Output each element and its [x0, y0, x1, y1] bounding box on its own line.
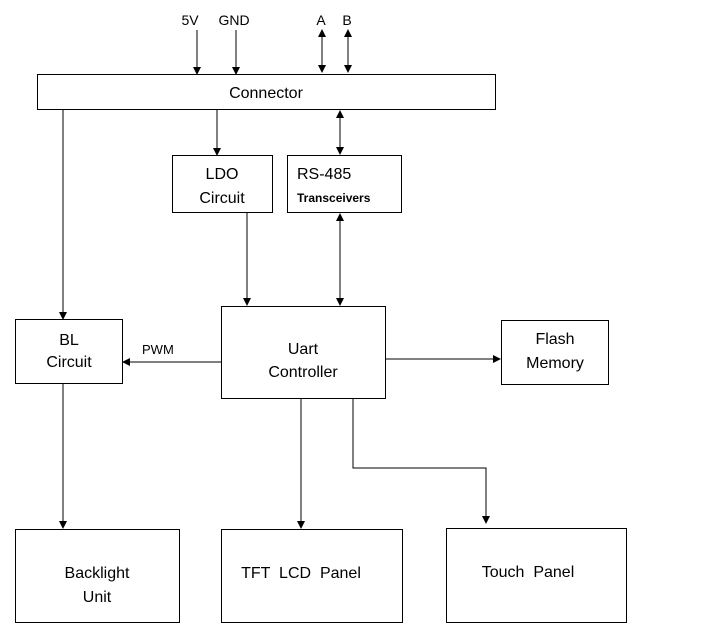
input-a-label: A	[316, 12, 326, 28]
bl-label-line1: BL	[59, 332, 79, 349]
ldo-label-line1: LDO	[206, 166, 239, 183]
bl-circuit-block	[15, 319, 123, 384]
connector-label: Connector	[229, 85, 303, 102]
flash-label-line1: Flash	[535, 331, 574, 348]
input-5v-label: 5V	[181, 12, 199, 28]
input-b-label: B	[342, 12, 351, 28]
rs485-label-line2: Transceivers	[297, 191, 371, 205]
rs485-label-line1: RS-485	[297, 166, 351, 183]
uart-label-line1: Uart	[288, 341, 319, 358]
touch-panel-block	[446, 528, 627, 623]
connector-block	[37, 74, 496, 110]
backlight-label-line1: Backlight	[65, 565, 130, 582]
pwm-label: PWM	[142, 342, 174, 357]
input-gnd-label: GND	[218, 12, 249, 28]
backlight-unit-block	[15, 529, 180, 623]
tft-label: TFT LCD Panel	[241, 565, 361, 582]
bl-label-line2: Circuit	[46, 354, 92, 371]
ldo-label-line2: Circuit	[199, 190, 245, 207]
flash-label-line2: Memory	[526, 355, 584, 372]
uart-label-line2: Controller	[268, 364, 338, 381]
tft-lcd-panel-block	[221, 529, 403, 623]
ldo-circuit-block	[172, 155, 273, 213]
flash-memory-block	[501, 320, 609, 385]
rs485-transceivers-block	[287, 155, 402, 213]
backlight-label-line2: Unit	[83, 589, 112, 606]
arrow-uart-to-touch	[352, 399, 490, 524]
touch-label: Touch Panel	[482, 564, 575, 581]
uart-controller-block	[221, 306, 386, 399]
